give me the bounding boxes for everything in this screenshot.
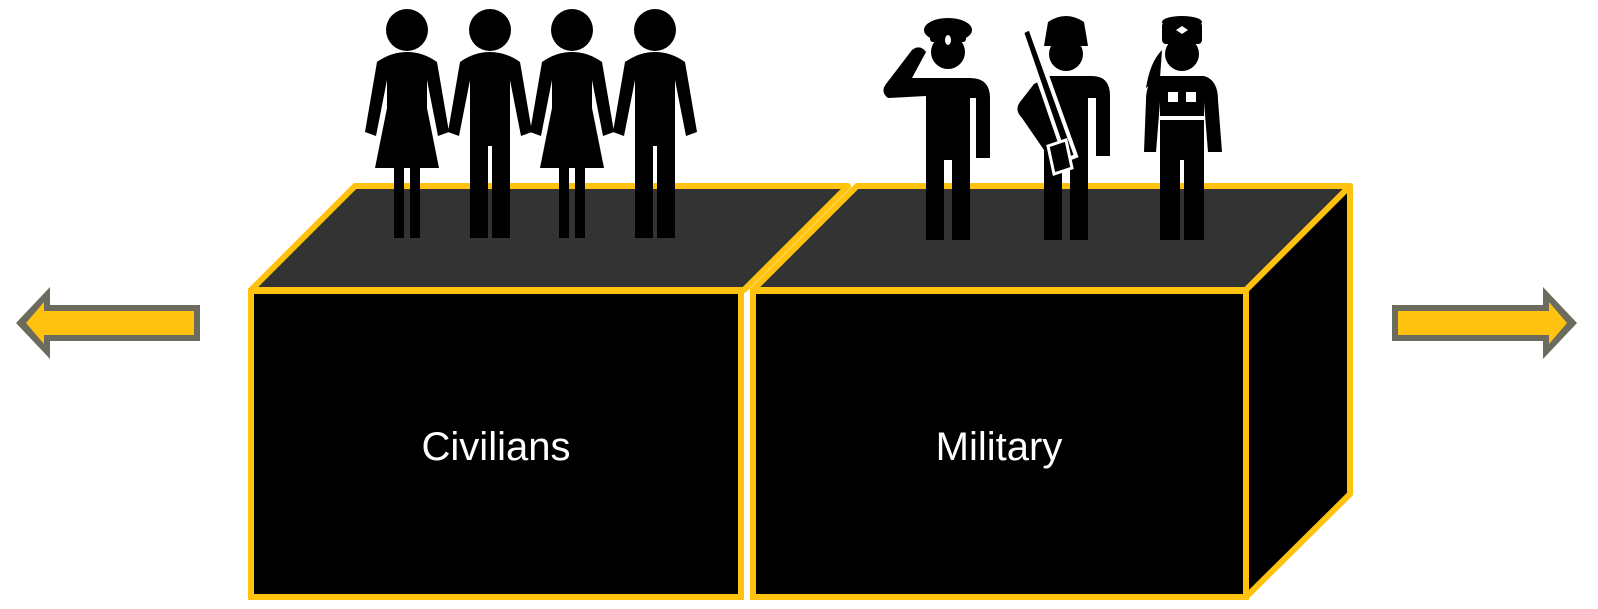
man-icon [613,9,697,238]
female-officer-icon [1144,16,1222,240]
military-figures [883,16,1222,240]
woman-icon [365,9,449,238]
civilian-figures [365,9,697,238]
military-label: Military [936,425,1063,469]
soldier-with-rifle-icon [1017,16,1110,240]
military-box [750,183,1353,600]
woman-icon [530,9,614,238]
man-icon [448,9,532,238]
military-box-front [750,288,1249,600]
civilians-label: Civilians [422,425,571,469]
civilians-box-front [248,288,744,600]
civilians-box-top [248,183,851,293]
left-arrow-icon [16,287,200,359]
right-arrow-icon [1392,287,1577,359]
saluting-officer-icon [883,18,990,240]
